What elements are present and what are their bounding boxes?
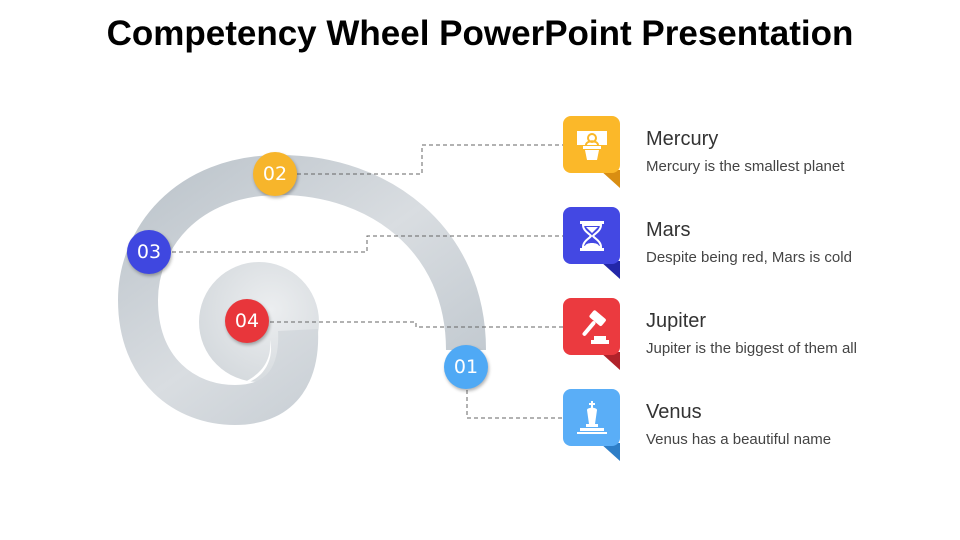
connector-04 (270, 321, 563, 328)
mars-icon-box (563, 207, 620, 264)
connector-02 (297, 144, 563, 175)
item-title-venus: Venus (646, 401, 702, 423)
connector-03 (172, 235, 563, 253)
card-fold (600, 261, 620, 279)
item-title-mars: Mars (646, 219, 691, 241)
item-title-jupiter: Jupiter (646, 310, 707, 332)
item-title-mercury: Mercury (646, 128, 719, 150)
step-02-marker: 02 (253, 152, 297, 196)
page-title: Competency Wheel PowerPoint Presentation (106, 14, 854, 53)
venus-icon-box (563, 389, 620, 446)
card-fold (600, 443, 620, 461)
step-03-marker: 03 (127, 230, 171, 274)
spiral-inner-cut (240, 340, 272, 384)
jupiter-icon-box (563, 298, 620, 355)
hourglass-icon (579, 220, 604, 251)
connector-01 (466, 390, 563, 419)
gavel-icon (581, 309, 609, 344)
item-desc-jupiter: Jupiter is the biggest of them all (646, 340, 857, 357)
card-fold (600, 352, 620, 370)
item-desc-venus: Venus has a beautiful name (646, 431, 832, 448)
card-fold (600, 170, 620, 188)
mercury-icon-box (563, 116, 620, 173)
step-01-marker: 01 (444, 345, 488, 389)
chess-king-icon (576, 400, 607, 434)
item-desc-mars: Despite being red, Mars is cold (646, 249, 852, 266)
podium-speaker-icon (576, 130, 607, 160)
item-desc-mercury: Mercury is the smallest planet (646, 158, 845, 175)
step-04-marker: 04 (225, 299, 269, 343)
